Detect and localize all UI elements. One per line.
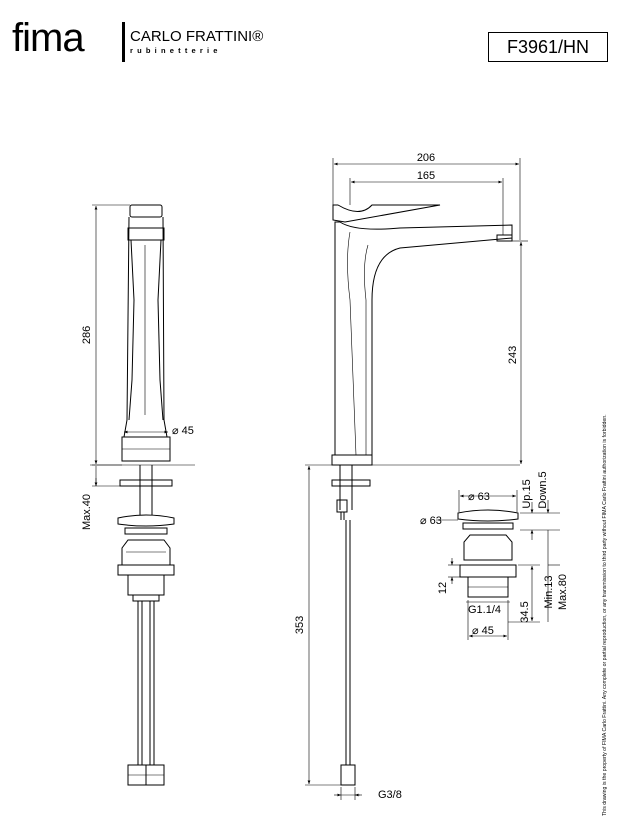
logo-subtitle: rubinetterie — [130, 46, 222, 55]
front-dimensions — [92, 204, 168, 487]
dim-waste-12: 12 — [437, 582, 449, 594]
waste-cap-detail — [457, 509, 519, 522]
dim-min: Min.13 — [543, 575, 555, 608]
waste-detail — [457, 509, 519, 598]
legal-notice: This drawing is the property of FIMA Car… — [602, 414, 608, 816]
waste-dimensions — [436, 490, 560, 640]
dim-down: Down.5 — [537, 471, 549, 508]
dim-waste-side-diameter: ⌀ 63 — [420, 515, 442, 527]
dim-waste-bottom-diameter: ⌀ 45 — [472, 625, 494, 637]
lever-top — [129, 204, 163, 218]
logo-wordmark: fima — [12, 16, 85, 60]
dim-waste-top-diameter: ⌀ 63 — [468, 491, 490, 503]
waste-body-front — [121, 539, 171, 566]
aerator — [496, 234, 513, 242]
waste-cap-front — [117, 514, 175, 527]
dim-waste-345: 34.5 — [519, 601, 531, 622]
dim-body-diameter: ⌀ 45 — [172, 425, 194, 437]
dim-width-206: 206 — [417, 152, 435, 164]
logo-divider — [122, 22, 125, 62]
dim-up: Up.15 — [521, 479, 533, 508]
dim-drain-length: 353 — [294, 616, 306, 634]
logo-brand-name: CARLO FRATTINI® — [130, 28, 264, 45]
lever-side — [332, 204, 441, 223]
side-view — [305, 204, 520, 786]
dim-width-165: 165 — [417, 170, 435, 182]
product-code: F3961/HN — [488, 32, 608, 62]
dim-overall-height: 286 — [81, 326, 93, 344]
dim-max: Max.80 — [557, 574, 569, 610]
spout-tip-front — [127, 227, 165, 241]
hose-connector-side — [340, 764, 356, 786]
fixing-nut — [119, 479, 173, 487]
dim-spout-height: 243 — [507, 346, 519, 364]
spout-body — [334, 221, 513, 456]
side-dimensions — [305, 158, 528, 800]
dim-max-deck: Max.40 — [81, 494, 93, 530]
dim-waste-thread: G1.1/4 — [468, 604, 501, 616]
front-view — [90, 204, 195, 786]
dim-connection: G3/8 — [378, 789, 402, 801]
waste-flange-detail — [459, 564, 517, 578]
